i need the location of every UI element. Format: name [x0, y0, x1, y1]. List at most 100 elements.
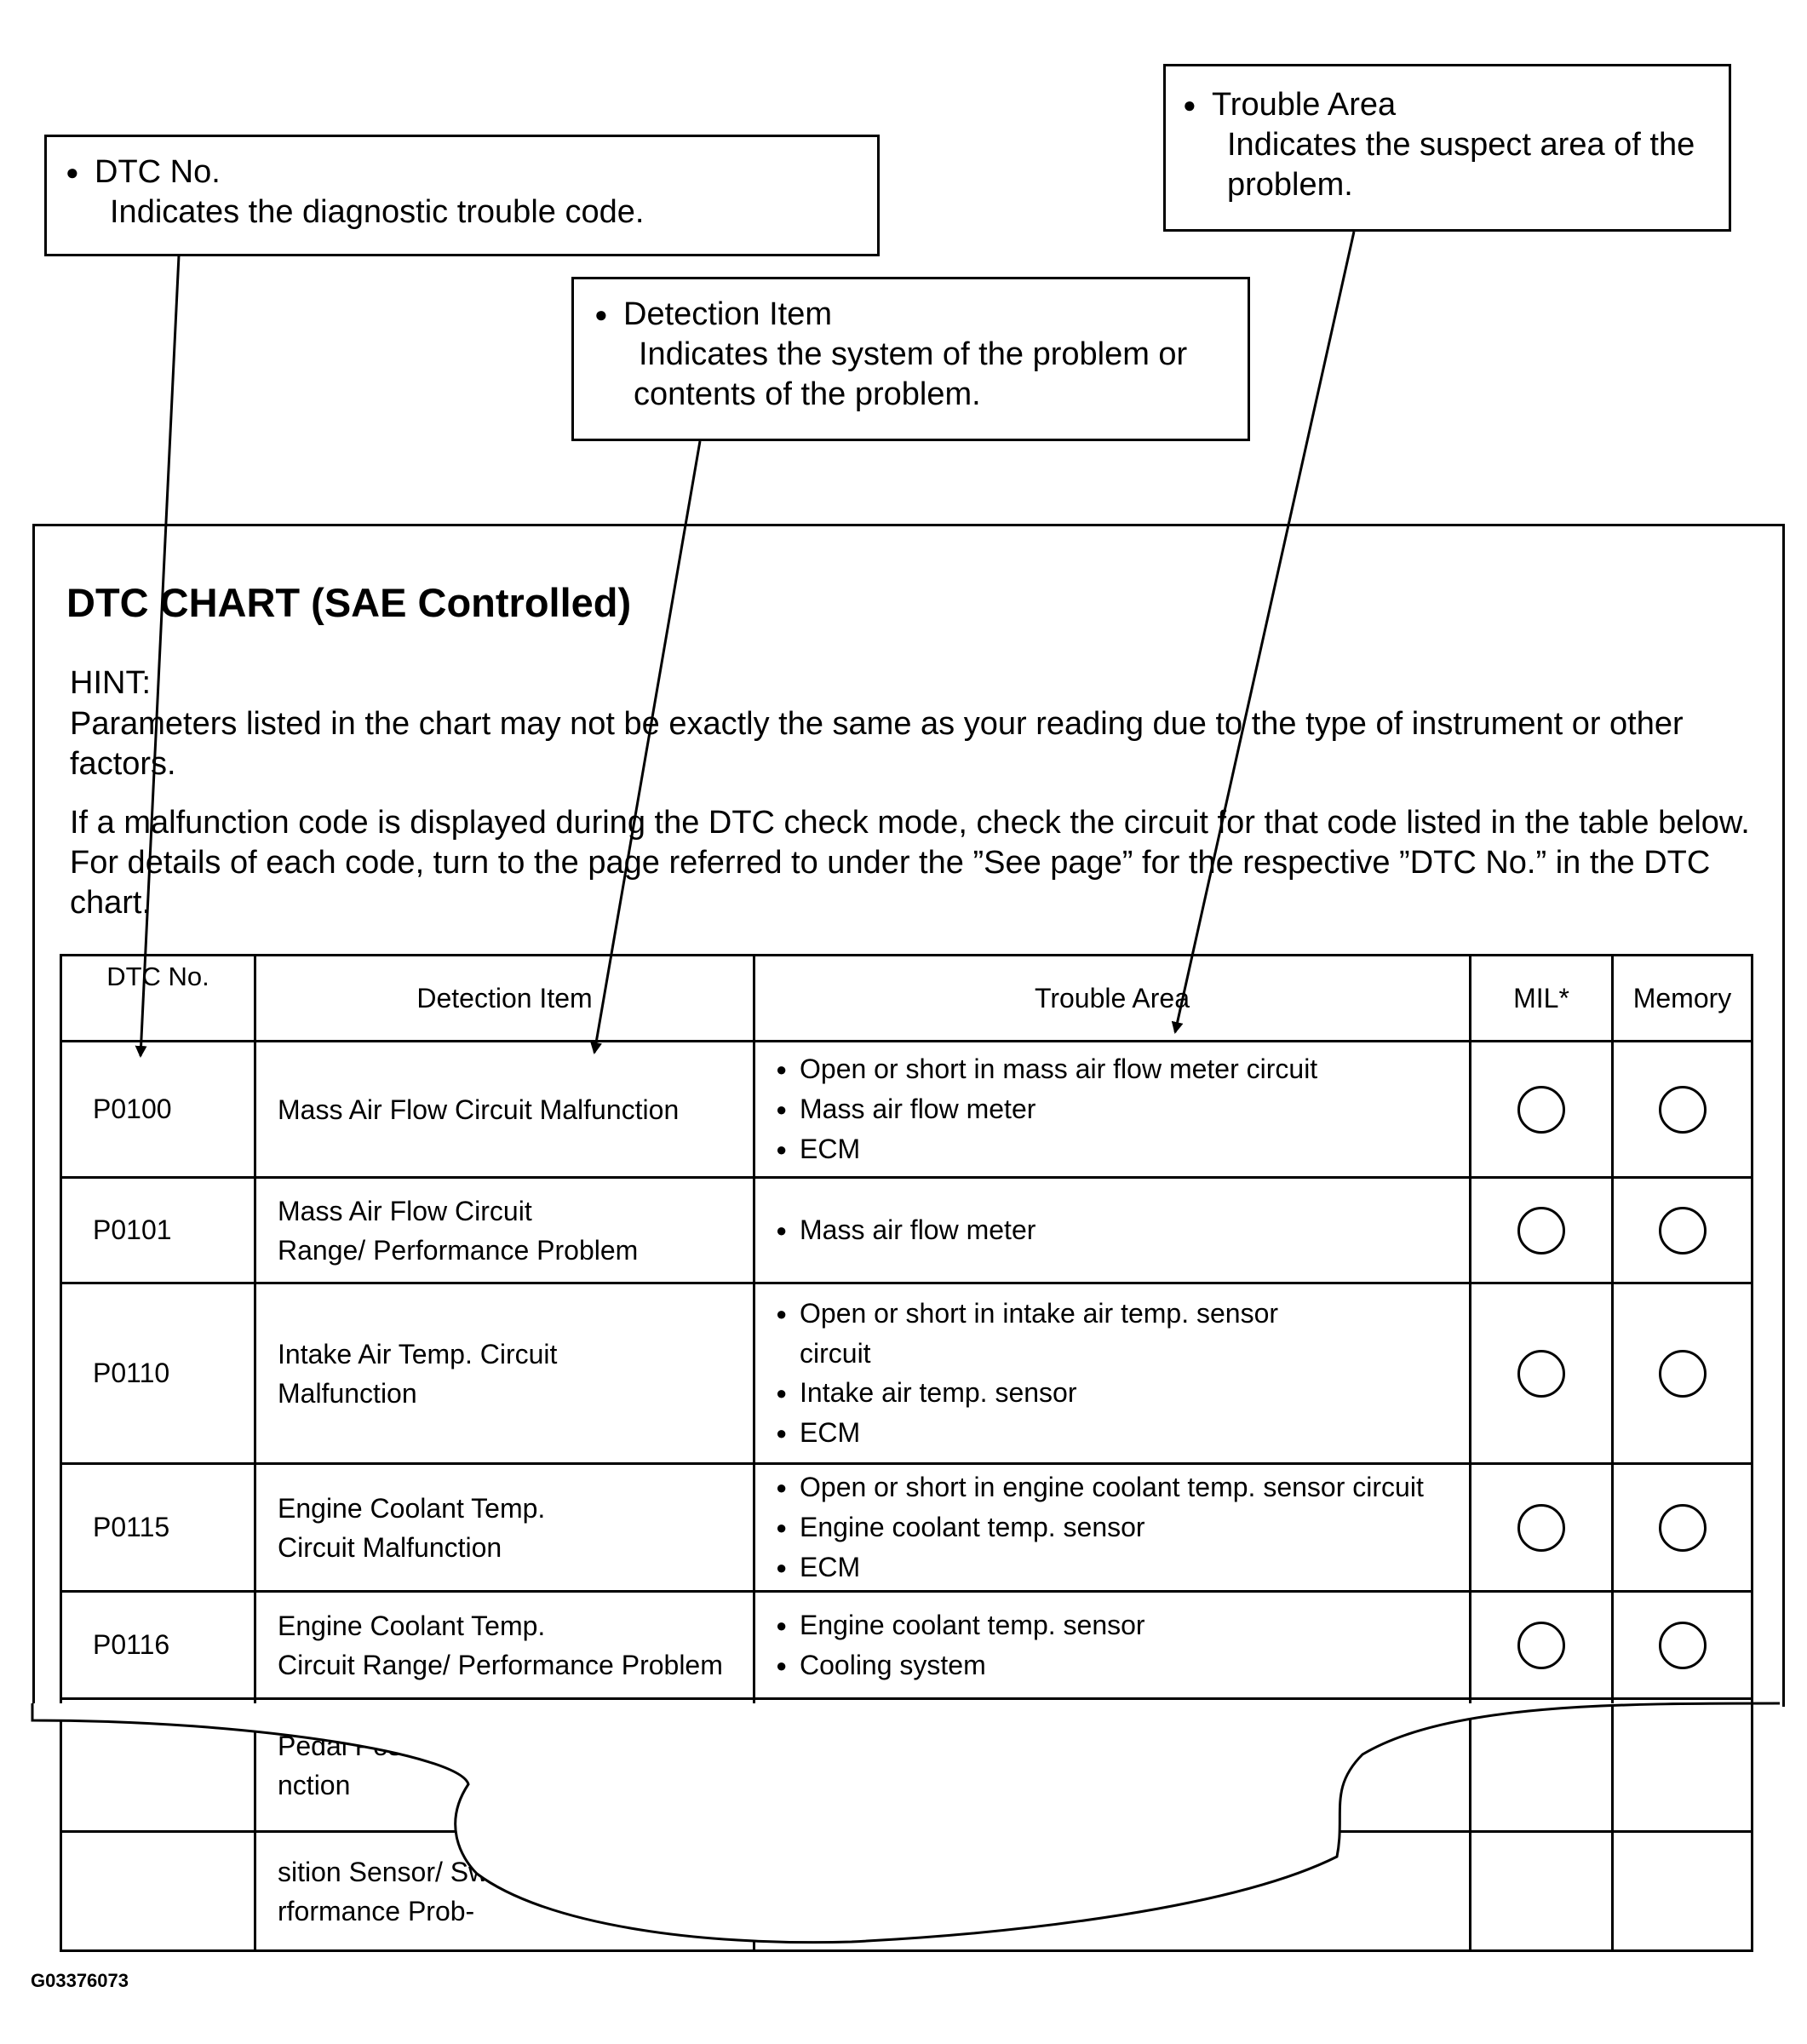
dtc-code: P0115 — [60, 1462, 256, 1593]
callout-dtc-no-desc: Indicates the diagnostic trouble code. — [110, 194, 645, 230]
mil-cell — [1469, 1462, 1614, 1593]
dtc-code: P0110 — [60, 1282, 256, 1465]
memory-cell — [1611, 1282, 1753, 1465]
callout-detection-item-title: Detection Item — [594, 295, 1248, 335]
mil-circle-icon — [1517, 1621, 1565, 1669]
detection-item-line: Mass Air Flow Circuit Malfunction — [278, 1094, 680, 1125]
mil-cell — [1469, 1040, 1614, 1179]
callout-detection-item-desc-2: contents of the problem. — [634, 376, 981, 412]
hint-text: Parameters listed in the chart may not b… — [70, 706, 1684, 782]
header-mil: MIL* — [1469, 954, 1614, 1042]
callout-trouble-area-desc-1: Indicates the suspect area of the — [1227, 127, 1695, 163]
trouble-area-bullet: Open or short in mass air flow meter cir… — [776, 1049, 1469, 1089]
trouble-area-bullet: ECM — [776, 1547, 1469, 1588]
trouble-area-bullet: Open or short in throttle position senso… — [776, 1705, 1469, 1745]
trouble-area-bullet: Engine coolant temp. sensor — [776, 1605, 1469, 1645]
dtc-code: P0116 — [60, 1590, 256, 1700]
trouble-area-cell: Throttle position sensor — [753, 1830, 1471, 1952]
memory-cell — [1611, 1830, 1753, 1952]
table-header-row: DTC No. Detection Item Trouble Area MIL*… — [60, 954, 1753, 1042]
mil-cell — [1469, 1830, 1614, 1952]
header-dtc-no: DTC No. — [60, 954, 256, 1042]
detection-item-cell: sition Sensor/ Switch rformance Prob- — [254, 1830, 755, 1952]
trouble-area-continuation: circuit — [800, 1338, 871, 1369]
header-memory: Memory — [1611, 954, 1753, 1042]
callout-detection-item-desc-1: Indicates the system of the problem or — [639, 336, 1188, 372]
mil-circle-icon — [1517, 1349, 1565, 1398]
detection-item-line: Intake Air Temp. Circuit — [278, 1338, 558, 1369]
table-row: P0115 Engine Coolant Temp. Circuit Malfunc… — [60, 1462, 1753, 1593]
detection-item-line: Circuit Malfunction — [278, 1531, 502, 1563]
trouble-area-cell: Open or short in throttle position senso… — [753, 1697, 1471, 1833]
detection-item-line: Pedal Position Sensor/Switch — [278, 1730, 634, 1761]
memory-cell — [1611, 1462, 1753, 1593]
detection-item-line: nction — [278, 1769, 351, 1800]
memory-circle-icon — [1658, 1085, 1707, 1134]
trouble-area-bullet: Engine coolant temp. sensor — [776, 1507, 1469, 1547]
detection-item-line: sition Sensor/ Switch — [278, 1856, 531, 1887]
trouble-area-bullet: Throttle position sensor — [776, 1871, 1469, 1911]
callout-trouble-area-title: Trouble Area — [1183, 85, 1729, 125]
detection-item-line: Range/ Performance Problem — [278, 1234, 639, 1266]
memory-cell — [1611, 1590, 1753, 1700]
memory-circle-icon — [1658, 1206, 1707, 1255]
detection-item-line: Mass Air Flow Circuit — [278, 1195, 532, 1226]
mil-circle-icon — [1517, 1503, 1565, 1552]
detection-item-cell: Engine Coolant Temp. Circuit Range/ Perfo… — [254, 1590, 755, 1700]
instruction-paragraph: If a malfunction code is displayed durin… — [70, 805, 1750, 921]
callout-dtc-no-title: DTC No. — [66, 152, 877, 192]
trouble-area-cell: Open or short in mass air flow meter cir… — [753, 1040, 1471, 1179]
header-detection-item: Detection Item — [254, 954, 755, 1042]
callout-detection-item: Detection Item Indicates the system of t… — [571, 277, 1250, 441]
trouble-area-bullet: Mass air flow meter — [776, 1210, 1469, 1250]
detection-item-line: Engine Coolant Temp. — [278, 1610, 546, 1641]
table-row: P0116 Engine Coolant Temp. Circuit Range/ … — [60, 1590, 1753, 1700]
trouble-area-bullet: Open or short in intake air temp. sensor — [776, 1294, 1469, 1334]
detection-item-line: rformance Prob- — [278, 1895, 475, 1926]
dtc-code — [60, 1830, 256, 1952]
memory-cell — [1611, 1697, 1753, 1833]
mil-cell — [1469, 1590, 1614, 1700]
detection-item-line: Malfunction — [278, 1377, 417, 1409]
detection-item-line: Engine Coolant Temp. — [278, 1492, 546, 1524]
detection-item-cell: Mass Air Flow Circuit Malfunction — [254, 1040, 755, 1179]
dtc-code — [60, 1697, 256, 1833]
memory-circle-icon — [1658, 1503, 1707, 1552]
table-row: sition Sensor/ Switch rformance Prob- Thro… — [60, 1830, 1753, 1952]
mil-circle-icon — [1517, 1206, 1565, 1255]
callout-trouble-area-desc-2: problem. — [1227, 167, 1353, 203]
header-trouble-area: Trouble Area — [753, 954, 1471, 1042]
trouble-area-cell: Open or short in engine coolant temp. se… — [753, 1462, 1471, 1593]
mil-circle-icon — [1517, 1085, 1565, 1134]
trouble-area-bullet: Intake air temp. sensor — [776, 1373, 1469, 1413]
memory-cell — [1611, 1176, 1753, 1284]
hint-label: HINT: — [70, 665, 151, 701]
trouble-area-bullet: Mass air flow meter — [776, 1089, 1469, 1129]
document-title: DTC CHART (SAE Controlled) — [66, 580, 632, 625]
detection-item-cell: Pedal Position Sensor/Switch nction — [254, 1697, 755, 1833]
detection-item-cell: Engine Coolant Temp. Circuit Malfunction — [254, 1462, 755, 1593]
trouble-area-bullet: Cooling system — [776, 1645, 1469, 1685]
dtc-table: DTC No. Detection Item Trouble Area MIL*… — [60, 954, 1753, 1952]
trouble-area-bullet: ECM — [776, 1785, 1469, 1825]
figure-id: G03376073 — [31, 1970, 129, 1991]
trouble-area-cell: Mass air flow meter — [753, 1176, 1471, 1284]
trouble-area-cell: Engine coolant temp. sensorCooling syste… — [753, 1590, 1471, 1700]
trouble-area-bullet: Open or short in engine coolant temp. se… — [776, 1467, 1469, 1507]
table-row: Pedal Position Sensor/Switch nction Open o… — [60, 1697, 1753, 1833]
trouble-area-bullet: ECM — [776, 1129, 1469, 1169]
trouble-area-cell: Open or short in intake air temp. sensor… — [753, 1282, 1471, 1465]
dtc-code: P0101 — [60, 1176, 256, 1284]
trouble-area-bullet: ECM — [776, 1413, 1469, 1453]
trouble-area-bullet: Throttle position sensor — [776, 1745, 1469, 1785]
memory-circle-icon — [1658, 1621, 1707, 1669]
mil-cell — [1469, 1282, 1614, 1465]
memory-cell — [1611, 1040, 1753, 1179]
detection-item-line: Circuit Range/ Performance Problem — [278, 1649, 723, 1680]
mil-cell — [1469, 1176, 1614, 1284]
